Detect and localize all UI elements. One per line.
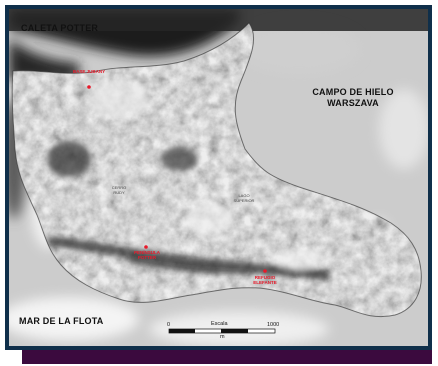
scale-title: Escala — [211, 321, 228, 327]
peninsula-potter-line1: PENÍNSULA — [133, 250, 160, 255]
caleta-potter-label: CALETA POTTER — [21, 23, 99, 33]
campo-line2: WARSZAVA — [327, 98, 379, 108]
scale-unit: m — [220, 334, 225, 340]
lago-superior-label: LAGO SUPERIOR — [219, 193, 269, 203]
peninsula-potter-label: PENÍNSULA POTTER — [117, 250, 177, 260]
refugio-elefante-label: REFUGIO ELEFANTE — [235, 275, 295, 285]
scale-bar — [168, 328, 276, 334]
lago-superior-line1: LAGO — [238, 193, 250, 198]
cerro-rudy-line2: RUDY — [113, 190, 125, 195]
base-jubany-marker[interactable] — [87, 85, 91, 89]
mar-de-la-flota-label: MAR DE LA FLOTA — [19, 316, 104, 326]
peninsula-potter-line2: POTTER — [137, 255, 157, 260]
campo-de-hielo-label: CAMPO DE HIELO WARSZAVA — [303, 87, 403, 109]
refugio-elefante-line2: ELEFANTE — [253, 280, 277, 285]
relief-map-graphic — [9, 9, 428, 346]
cerro-rudy-line1: CERRO — [111, 185, 127, 190]
scale-start-label: 0 — [167, 322, 171, 328]
refugio-elefante-marker[interactable] — [263, 269, 267, 273]
relief-map[interactable]: CALETA POTTER CAMPO DE HIELO WARSZAVA MA… — [9, 9, 428, 346]
refugio-elefante-line1: REFUGIO — [254, 275, 276, 280]
lago-superior-line2: SUPERIOR — [233, 198, 255, 203]
base-jubany-label: BASE JUBANY — [72, 69, 106, 74]
cerro-rudy-label: CERRO RUDY — [99, 185, 139, 195]
campo-line1: CAMPO DE HIELO — [312, 87, 394, 97]
scale-end-label: 1000 — [267, 322, 280, 328]
peninsula-potter-marker[interactable] — [144, 245, 148, 249]
